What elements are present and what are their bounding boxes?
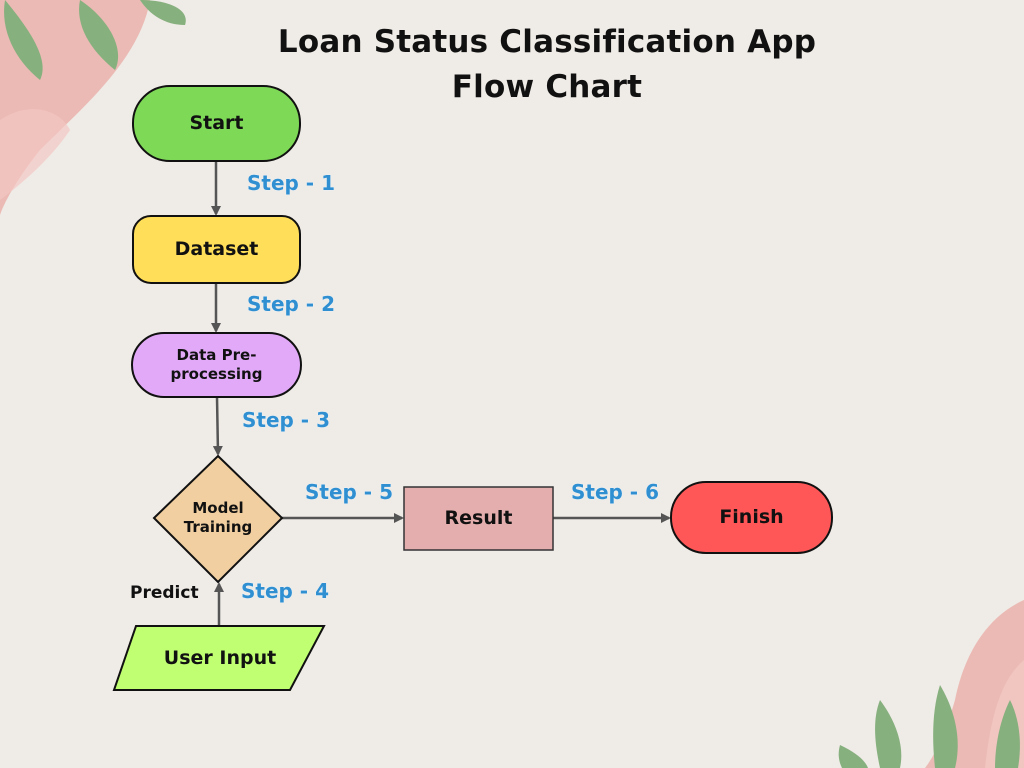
step-2-label: Step - 2	[247, 292, 336, 317]
dataset-node-label: Dataset	[174, 238, 259, 261]
step-1-label: Step - 1	[247, 171, 336, 196]
leaf-icon	[79, 0, 119, 70]
user-input-node-label: User Input	[163, 646, 277, 669]
result-node-shape	[403, 486, 554, 551]
user-input-node-shape	[112, 625, 326, 691]
result-node-label: Result	[444, 507, 513, 530]
model-training-node-shape	[152, 454, 284, 584]
start-node-label: Start	[189, 112, 244, 135]
page-title: Loan Status Classification App	[277, 24, 817, 60]
model-training-node-label: Model Training	[183, 498, 253, 537]
shapes	[112, 85, 833, 691]
leaf-icon	[838, 745, 868, 768]
top-left-decoration	[0, 0, 186, 215]
finish-node-shape	[670, 481, 833, 554]
leaf-icon	[4, 0, 43, 80]
leaf-icon	[875, 700, 902, 768]
bottom-right-decoration	[838, 600, 1024, 768]
leaf-icon	[140, 0, 186, 25]
arrow-preprocessing-to-model	[212, 396, 223, 456]
step-6-label: Step - 6	[571, 480, 660, 505]
start-node-shape	[132, 85, 301, 162]
leaf-icon	[933, 685, 958, 768]
dataset-node-shape	[132, 215, 301, 284]
preprocessing-node-label: Data Pre- processing	[170, 345, 263, 384]
connectors	[211, 161, 671, 626]
leaf-icon	[995, 700, 1020, 768]
step-4-label: Step - 4	[241, 579, 330, 604]
predict-label: Predict	[130, 583, 199, 603]
finish-node-label: Finish	[719, 506, 784, 529]
step-3-label: Step - 3	[242, 408, 331, 433]
pink-blob-light	[0, 109, 70, 200]
preprocessing-node-shape	[131, 332, 302, 398]
page-subtitle: Flow Chart	[451, 69, 643, 105]
step-5-label: Step - 5	[305, 480, 394, 505]
